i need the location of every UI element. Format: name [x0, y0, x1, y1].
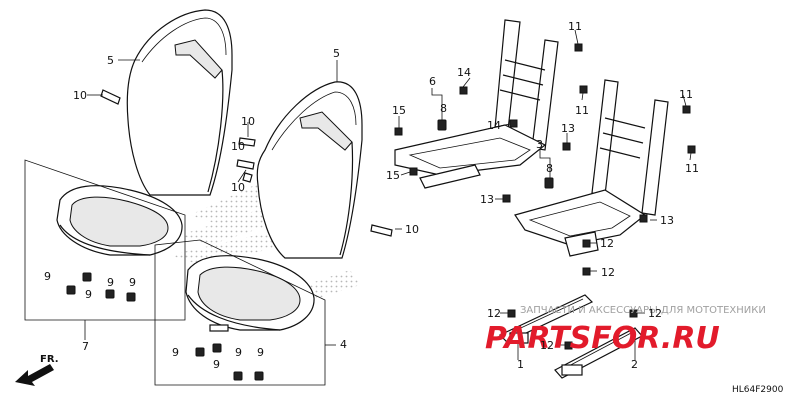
seat-back-left [126, 9, 233, 196]
callout-9-h: 9 [257, 346, 264, 359]
callout-15-a: 15 [392, 104, 406, 117]
callout-1: 1 [517, 358, 524, 371]
hardware-bolts [100, 89, 393, 237]
callout-12-a: 12 [600, 237, 614, 250]
callout-labels: 1 2 3 4 5 5 6 7 8 8 9 9 9 9 9 9 9 9 10 1… [44, 20, 699, 371]
seat-cushion-left [56, 185, 183, 256]
seat-frame-left [394, 19, 559, 189]
callout-3: 3 [536, 138, 543, 151]
seat-rail-1 [498, 294, 594, 344]
callout-15-b: 15 [386, 169, 400, 182]
callout-13-a: 13 [480, 193, 494, 206]
leader-lines [84, 29, 692, 360]
seat-back-right [256, 81, 363, 259]
callout-14-a: 14 [457, 66, 471, 79]
callout-5-left: 5 [107, 54, 114, 67]
watermark-site: PARTSFOR.RU [485, 321, 720, 356]
callout-10-d: 10 [231, 181, 245, 194]
callout-13-b: 13 [561, 122, 575, 135]
callout-12-e: 12 [540, 339, 554, 352]
callout-9-b: 9 [85, 288, 92, 301]
callout-13-c: 13 [660, 214, 674, 227]
callout-11-c: 11 [575, 104, 589, 117]
callout-9-f: 9 [213, 358, 220, 371]
callout-9-a: 9 [44, 270, 51, 283]
callout-11-b: 11 [679, 88, 693, 101]
callout-10-a: 10 [73, 89, 87, 102]
group-box-7 [24, 159, 186, 321]
seat-rail-2 [554, 327, 643, 379]
hardware-nuts [66, 43, 696, 381]
seat-cushion-right [185, 255, 315, 332]
group-box-4 [154, 239, 326, 386]
callout-12-b: 12 [601, 266, 615, 279]
callout-6: 6 [429, 75, 436, 88]
callout-4: 4 [340, 338, 347, 351]
callout-14-b: 14 [487, 119, 501, 132]
callout-5-right: 5 [333, 47, 340, 60]
callout-7: 7 [82, 340, 89, 353]
callout-10-c: 10 [231, 140, 245, 153]
callout-12-c: 12 [487, 307, 501, 320]
callout-9-d: 9 [129, 276, 136, 289]
callout-8-right: 8 [546, 162, 553, 175]
callout-11-a: 11 [568, 20, 582, 33]
callout-8-left: 8 [440, 102, 447, 115]
callout-10-e: 10 [405, 223, 419, 236]
callout-2: 2 [631, 358, 638, 371]
callout-11-d: 11 [685, 162, 699, 175]
front-direction-label: FR. [40, 354, 59, 365]
seat-frame-right [514, 79, 669, 257]
callout-12-d: 12 [648, 307, 662, 320]
watermark: ЗАПЧАСТИ И АКСЕССУАРЫ ДЛЯ МОТОТЕХНИКИ PA… [485, 305, 766, 356]
callout-10-b: 10 [241, 115, 255, 128]
callout-9-e: 9 [172, 346, 179, 359]
front-direction-arrow: FR. [15, 354, 59, 386]
diagram-code: HL64F2900 [732, 385, 784, 395]
watermark-tagline: ЗАПЧАСТИ И АКСЕССУАРЫ ДЛЯ МОТОТЕХНИКИ [520, 305, 766, 316]
callout-9-c: 9 [107, 276, 114, 289]
callout-9-g: 9 [235, 346, 242, 359]
